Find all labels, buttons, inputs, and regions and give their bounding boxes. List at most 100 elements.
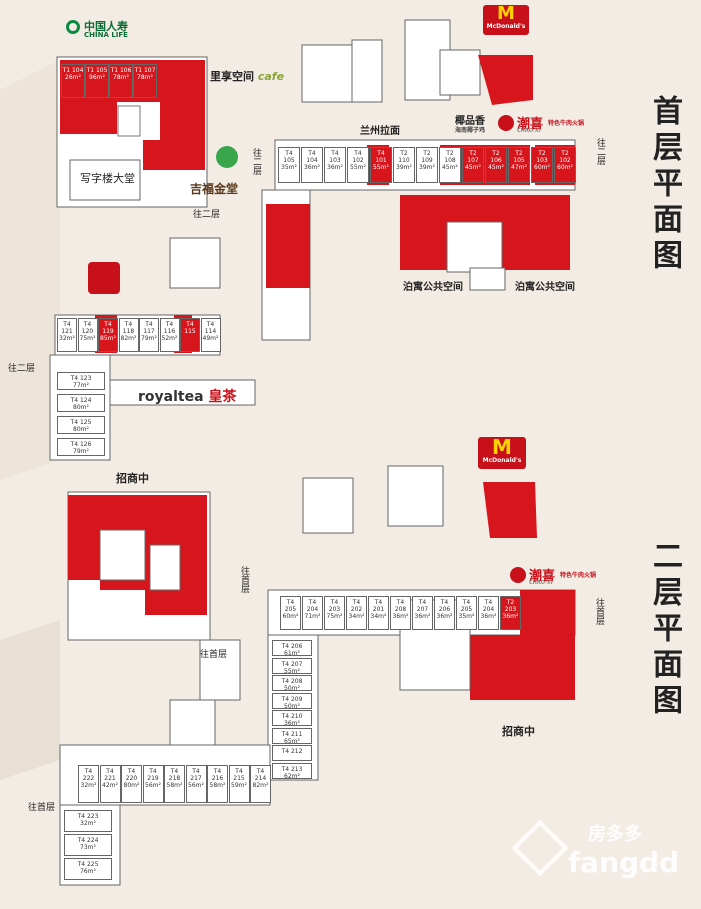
unit-area: 36m² — [392, 613, 409, 620]
unit-area: 65m² — [284, 737, 300, 744]
unit-code: T2 110 — [398, 150, 410, 164]
unit-code: T4 204 — [482, 599, 495, 613]
public-space-label: 泊寓公共空间 — [403, 282, 463, 293]
unit-area: 35m² — [458, 613, 475, 620]
unit-code: T4 104 — [306, 150, 318, 164]
unit-area: 36m² — [436, 613, 453, 620]
to-1f-label[interactable]: 往首层 — [239, 566, 249, 593]
jifu-logo: 吉福金堂 — [190, 182, 239, 196]
to-1f-label[interactable]: 往首层 — [28, 803, 56, 813]
unit-code: T4 211 — [281, 730, 303, 738]
unit-code: T4 205 — [460, 599, 473, 613]
royaltea-logo: royaltea 皇茶 — [138, 389, 237, 405]
unit-area: 34m² — [370, 613, 387, 620]
to-1f-label[interactable]: 往首层 — [200, 650, 228, 660]
unit-area: 39m² — [396, 164, 412, 171]
unit-area: 32m² — [80, 782, 97, 789]
unit-area: 39m² — [419, 164, 435, 171]
unit-area: 78m² — [113, 74, 129, 81]
unit-area: 42m² — [102, 782, 118, 789]
to-2f-label[interactable]: 往二层 — [193, 210, 221, 220]
unit-code: T1 104 — [62, 67, 84, 74]
to-2f-label[interactable]: 往二层 — [8, 364, 36, 374]
golden-arches-icon: M — [492, 435, 512, 459]
chaoxi-icon — [510, 567, 526, 583]
mcdonalds-logo-1f: M McDonald's — [483, 5, 529, 35]
shop-unit[interactable]: T4 115 — [180, 318, 200, 352]
unit-code: T2 107 — [467, 150, 479, 164]
lanzhou-lamian-label: 兰州拉面 — [360, 126, 400, 137]
unit-code: T4 221 — [104, 768, 116, 782]
to-2f-label[interactable]: 往二层 — [595, 138, 605, 165]
public-space-label: 泊寓公共空间 — [515, 282, 575, 293]
chaoxi-icon — [498, 115, 514, 131]
unit-area: 80m² — [123, 782, 140, 789]
xiangpinxiang-logo: 椰品香 — [455, 116, 485, 127]
to-2f-label[interactable]: 往二层 — [251, 148, 261, 175]
shop-unit[interactable]: T4 212 — [272, 745, 312, 761]
to-1f-label[interactable]: 往首层 — [594, 598, 604, 625]
unit-code: T4 116 — [163, 321, 176, 335]
unit-code: T4 208 — [281, 678, 303, 685]
unit-code: T4 121 — [61, 321, 73, 335]
